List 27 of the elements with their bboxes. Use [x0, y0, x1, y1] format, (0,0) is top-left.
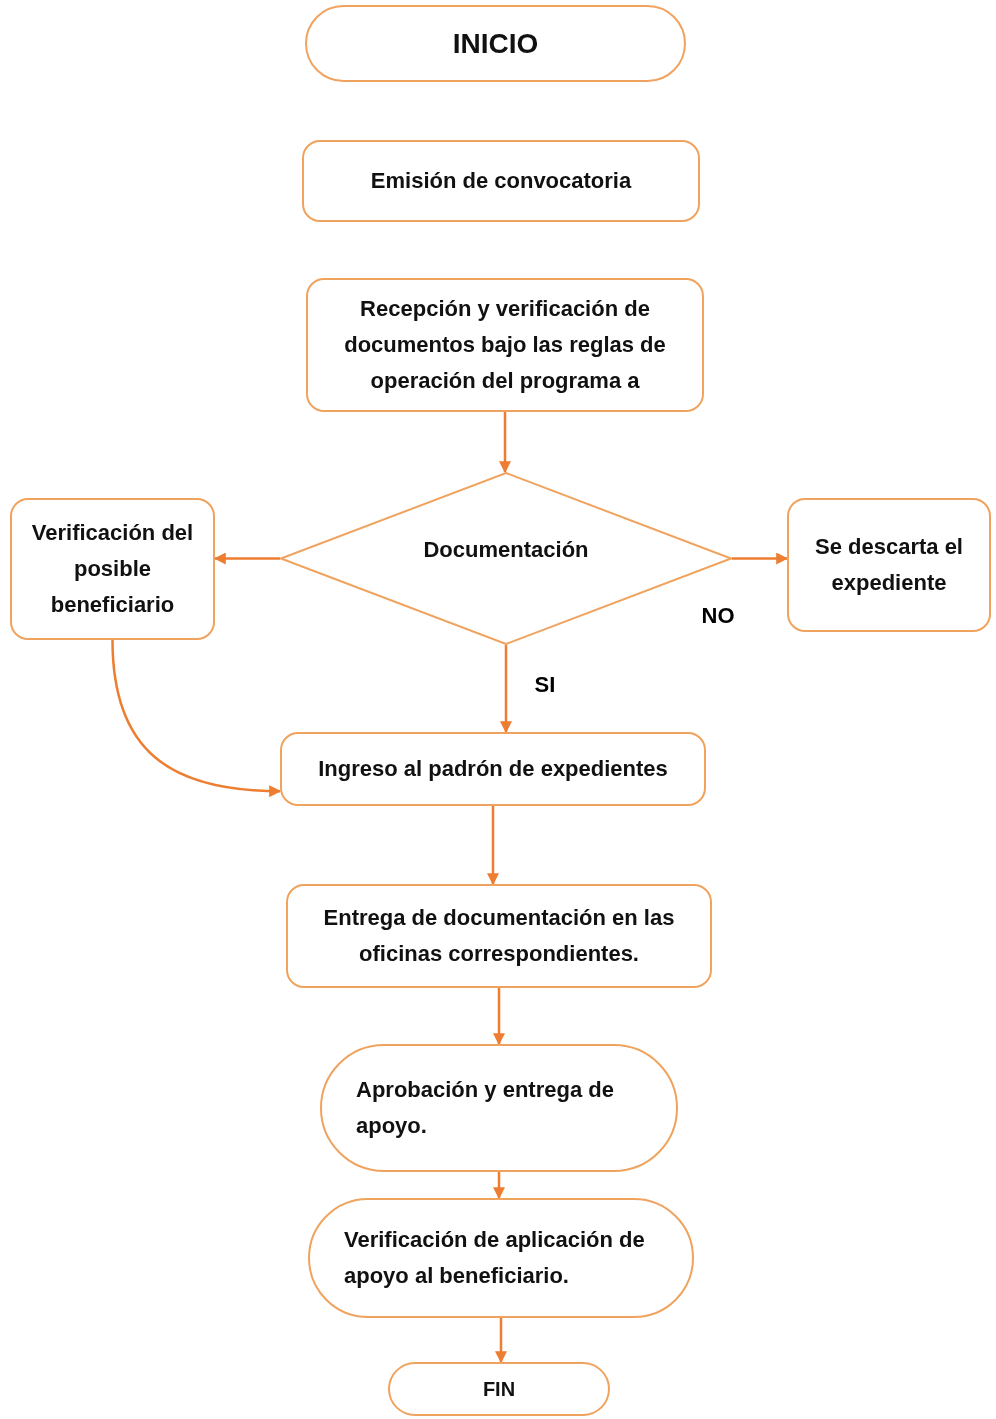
- node-text: Verificación del posible beneficiario: [30, 519, 195, 619]
- process-box: [280, 732, 706, 806]
- arrow: [111, 639, 282, 797]
- arrow: [495, 1318, 507, 1364]
- arrow: [500, 645, 512, 734]
- process-box: [286, 884, 712, 988]
- arrow: [499, 412, 511, 474]
- node-text: Aprobación y entrega de apoyo.: [356, 1076, 615, 1140]
- arrow: [493, 988, 505, 1046]
- process-box: [787, 498, 991, 632]
- node-text: FIN: [482, 1377, 516, 1402]
- node-text: INICIO: [452, 26, 539, 61]
- node-text: Documentación: [423, 535, 589, 564]
- process-box: [306, 278, 704, 412]
- process-box: [10, 498, 215, 640]
- node-text: Entrega de documentación en las oficinas correspondientes.: [322, 904, 676, 968]
- arrow: [213, 552, 280, 565]
- node-text: Ingreso al padrón de expedientes: [318, 755, 668, 783]
- arrow: [493, 1172, 505, 1200]
- arrow: [732, 552, 789, 565]
- node-text: Se descarta el expediente: [814, 533, 964, 597]
- arrow: [487, 806, 499, 886]
- decision-diamond: [280, 472, 732, 645]
- node-text: Recepción y verificación de documentos bajo las reglas de operación del programa a: [343, 295, 667, 395]
- node-text: Verificación de aplicación de apoyo al beneficiario.: [344, 1226, 646, 1290]
- node-text: Emisión de convocatoria: [370, 167, 632, 195]
- process-box: [302, 140, 700, 222]
